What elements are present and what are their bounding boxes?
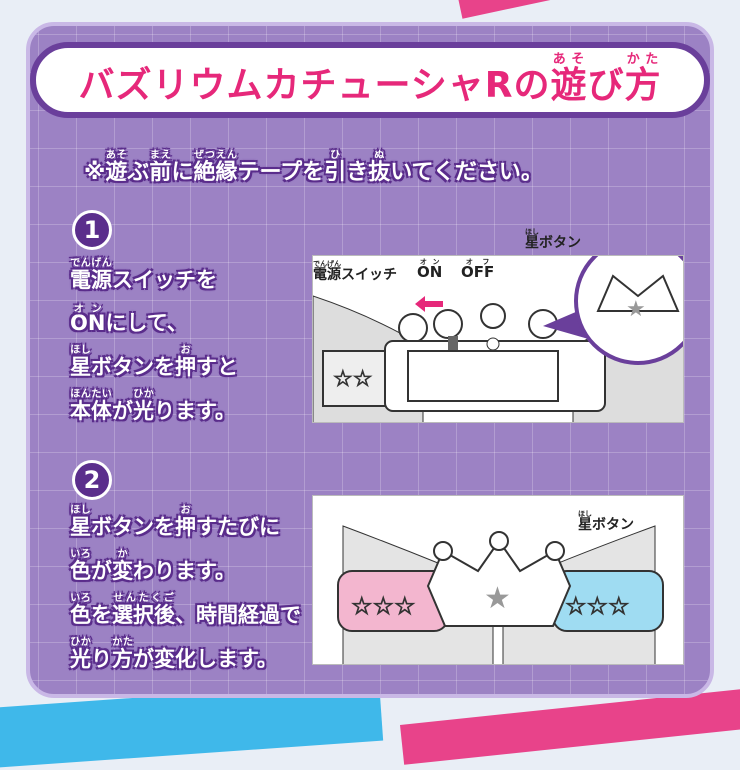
- diagram-headband-colors: ☆☆☆ ☆☆☆ ★: [312, 495, 684, 665]
- headband-switch-illustration: ☆☆ ★: [313, 256, 683, 422]
- decor-stripe-pink: [450, 0, 740, 19]
- step-number-1: 1: [72, 210, 112, 250]
- step-line: 光ひかり方かたが変化します。: [70, 637, 278, 671]
- step-line: ONオンにして、: [70, 304, 188, 335]
- step-line: 電源でんげんスイッチを: [70, 258, 217, 292]
- off-label: OFFオフ: [461, 258, 495, 281]
- step-line: 星ほしボタンを押おすと: [70, 345, 238, 379]
- svg-text:☆☆☆: ☆☆☆: [351, 592, 416, 620]
- svg-text:☆☆: ☆☆: [333, 367, 372, 392]
- svg-text:☆☆☆: ☆☆☆: [565, 592, 630, 620]
- step-line: 色いろが変かわります。: [70, 549, 236, 583]
- step2-text: 星ほしボタンを押おすたびに色いろが変かわります。色いろを選択後せんたくご、時間経…: [70, 505, 301, 681]
- step-line: 本体ほんたいが光ひかります。: [70, 389, 236, 423]
- step-line: 星ほしボタンを押おすたびに: [70, 505, 280, 539]
- step-number-2: 2: [72, 460, 112, 500]
- power-switch-label: 電源でんげんスイッチ: [313, 260, 397, 283]
- svg-text:★: ★: [484, 581, 511, 616]
- diagram-power-switch: ☆☆ ★ 電源でんげんスイッチ ONオン OFFオフ: [312, 255, 684, 423]
- on-label: ONオン: [417, 258, 443, 281]
- headband-color-illustration: ☆☆☆ ☆☆☆ ★: [337, 525, 664, 664]
- step1-text: 電源でんげんスイッチを ONオンにして、星ほしボタンを押おすと本体ほんたいが光ひか…: [70, 258, 238, 433]
- star-button-label: 星ほしボタン: [525, 228, 581, 251]
- page-title: バズリウムカチューシャRの遊あそび方かた: [30, 42, 710, 118]
- tape-warning-note: ※遊あそぶ前まえに絶縁ぜつえんテープを引ひき抜ぬいてください。: [84, 150, 543, 185]
- star-button-label-2: 星ほしボタン: [578, 510, 634, 533]
- svg-text:★: ★: [626, 297, 646, 322]
- step-line: 色いろを選択後せんたくご、時間経過で: [70, 593, 301, 627]
